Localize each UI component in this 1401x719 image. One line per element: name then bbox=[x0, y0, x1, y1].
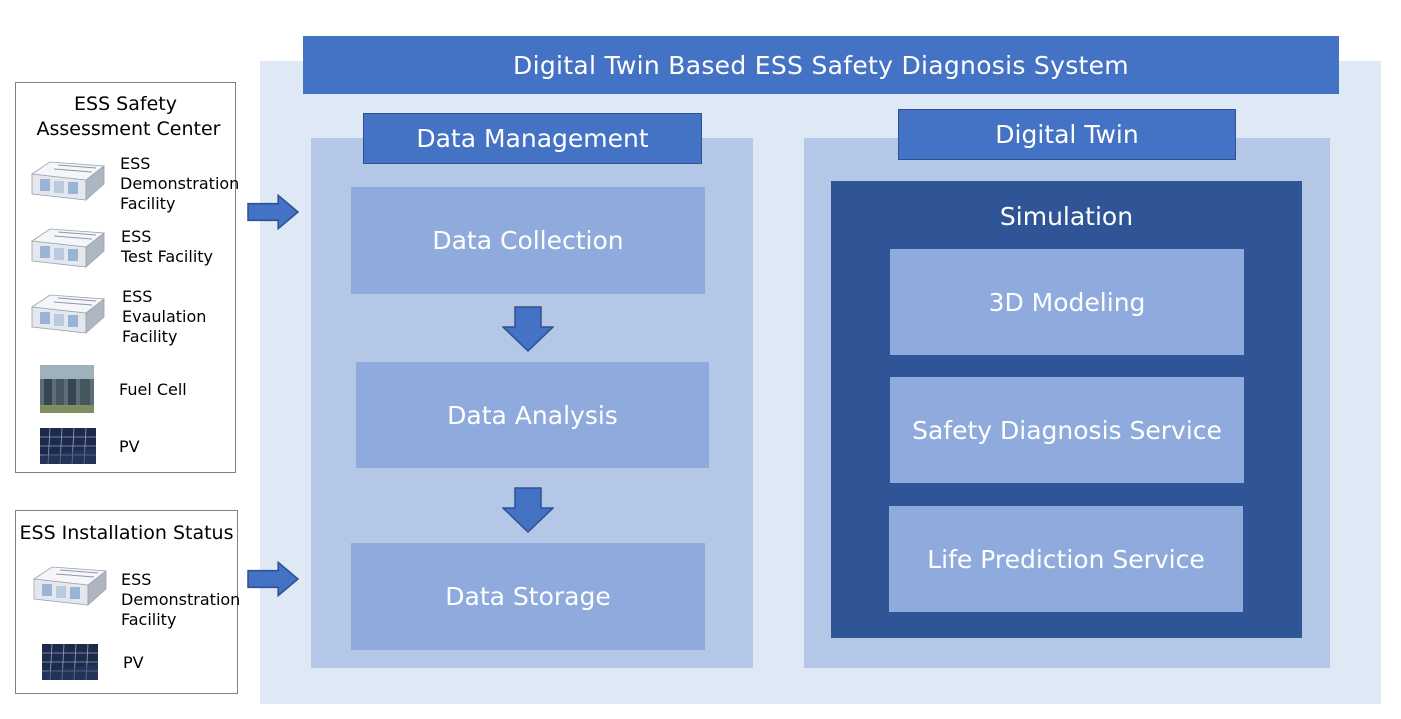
arrow-right-icon bbox=[247, 194, 299, 230]
fuel-cell-building-icon bbox=[40, 365, 94, 413]
assessment-item-5: PV bbox=[119, 437, 140, 456]
solar-panel-icon bbox=[40, 428, 96, 464]
installation-item-1: ESS Demonstration Facility bbox=[121, 570, 241, 630]
assessment-center-title-line2: Assessment Center bbox=[36, 118, 221, 140]
ess-container-icon bbox=[28, 291, 108, 343]
installation-item-1-line1: ESS bbox=[121, 570, 152, 589]
installation-item-1-line3: Facility bbox=[121, 610, 177, 629]
3d-modeling-box: 3D Modeling bbox=[890, 249, 1244, 355]
simulation-label: Simulation bbox=[999, 201, 1134, 231]
assessment-item-2-line2: Test Facility bbox=[121, 247, 214, 266]
digital-twin-header: Digital Twin bbox=[898, 109, 1236, 160]
assessment-item-3-line2: Evaulation bbox=[122, 307, 207, 326]
assessment-item-2-line1: ESS bbox=[121, 227, 152, 246]
arrow-right-icon bbox=[247, 561, 299, 597]
ess-container-icon bbox=[28, 158, 108, 210]
system-title: Digital Twin Based ESS Safety Diagnosis … bbox=[303, 36, 1339, 94]
assessment-item-1-line1: ESS bbox=[120, 154, 151, 173]
solar-panel-icon bbox=[42, 644, 98, 680]
life-prediction-box: Life Prediction Service bbox=[889, 506, 1243, 612]
data-analysis-box: Data Analysis bbox=[356, 362, 709, 468]
safety-diagnosis-box: Safety Diagnosis Service bbox=[890, 377, 1244, 483]
arrow-down-icon bbox=[502, 487, 554, 533]
data-storage-box: Data Storage bbox=[351, 543, 705, 650]
ess-container-icon bbox=[28, 225, 108, 277]
assessment-item-1: ESS Demonstration Facility bbox=[120, 154, 240, 214]
arrow-down-icon bbox=[502, 306, 554, 352]
assessment-item-1-line3: Facility bbox=[120, 194, 176, 213]
assessment-item-3-line3: Facility bbox=[122, 327, 178, 346]
installation-item-2: PV bbox=[123, 653, 144, 672]
data-collection-box: Data Collection bbox=[351, 187, 705, 294]
data-management-header: Data Management bbox=[363, 113, 702, 164]
installation-status-title: ESS Installation Status bbox=[19, 522, 234, 544]
assessment-item-2: ESS Test Facility bbox=[121, 227, 236, 267]
assessment-center-title-line1: ESS Safety bbox=[74, 93, 177, 115]
assessment-item-1-line2: Demonstration bbox=[120, 174, 240, 193]
assessment-item-3-line1: ESS bbox=[122, 287, 153, 306]
ess-container-icon bbox=[30, 563, 110, 615]
assessment-item-3: ESS Evaulation Facility bbox=[122, 287, 236, 347]
assessment-item-4: Fuel Cell bbox=[119, 380, 187, 399]
installation-item-1-line2: Demonstration bbox=[121, 590, 241, 609]
